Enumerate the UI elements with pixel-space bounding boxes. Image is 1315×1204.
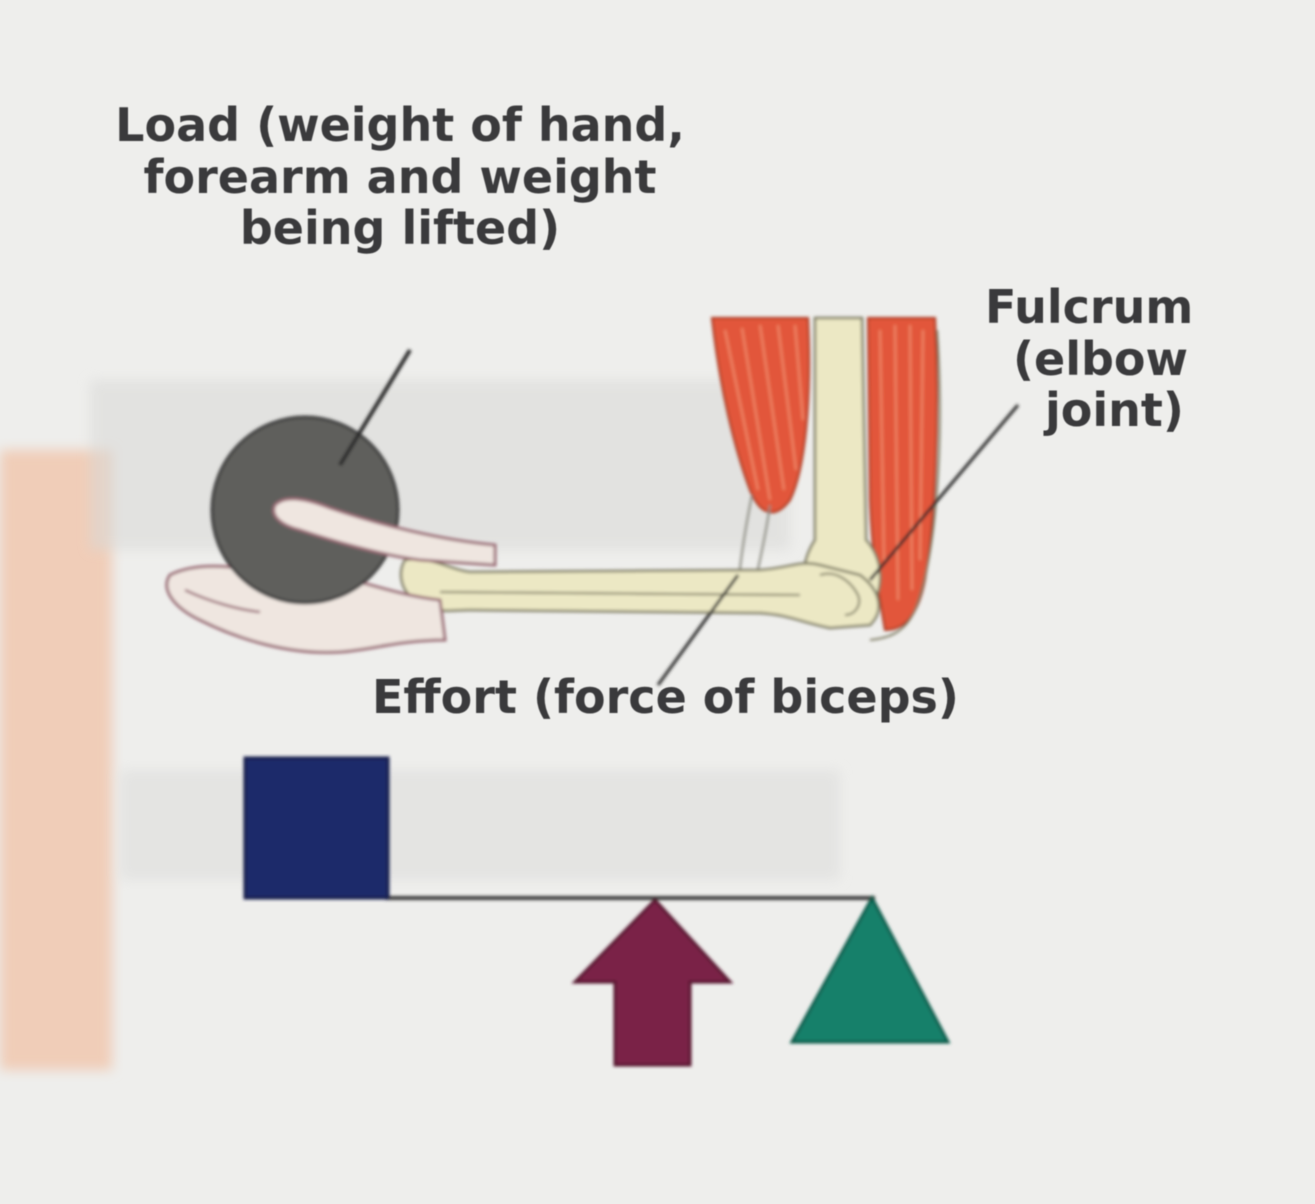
load-label-line-2: forearm and weight — [143, 149, 657, 204]
fulcrum-leader-line — [868, 404, 1020, 581]
fulcrum-label: Fulcrum (elbow joint) — [985, 280, 1194, 438]
effort-leader-line — [656, 574, 740, 686]
biceps-muscle — [710, 317, 811, 596]
effort-label: Effort (force of biceps) — [372, 670, 959, 724]
fulcrum-label-line-3: joint) — [1045, 383, 1184, 438]
load-label-line-1: Load (weight of hand, — [115, 98, 685, 152]
forearm-bones — [399, 557, 880, 630]
load-label-line-3: being lifted) — [239, 201, 561, 256]
load-leader-line — [338, 348, 412, 467]
load-block — [243, 756, 390, 900]
elbow-outline — [869, 329, 941, 641]
fulcrum-label-line-1: Fulcrum — [985, 280, 1194, 334]
effort-arrow — [571, 897, 734, 1067]
fulcrum-label-line-2: (elbow — [1013, 331, 1189, 386]
side-color-band — [0, 450, 112, 1070]
thumb — [272, 497, 497, 567]
faded-background-box-2 — [120, 770, 840, 880]
load-label: Load (weight of hand, forearm and weight… — [40, 98, 760, 256]
faded-background-box — [90, 380, 790, 550]
fulcrum-triangle — [789, 894, 951, 1044]
